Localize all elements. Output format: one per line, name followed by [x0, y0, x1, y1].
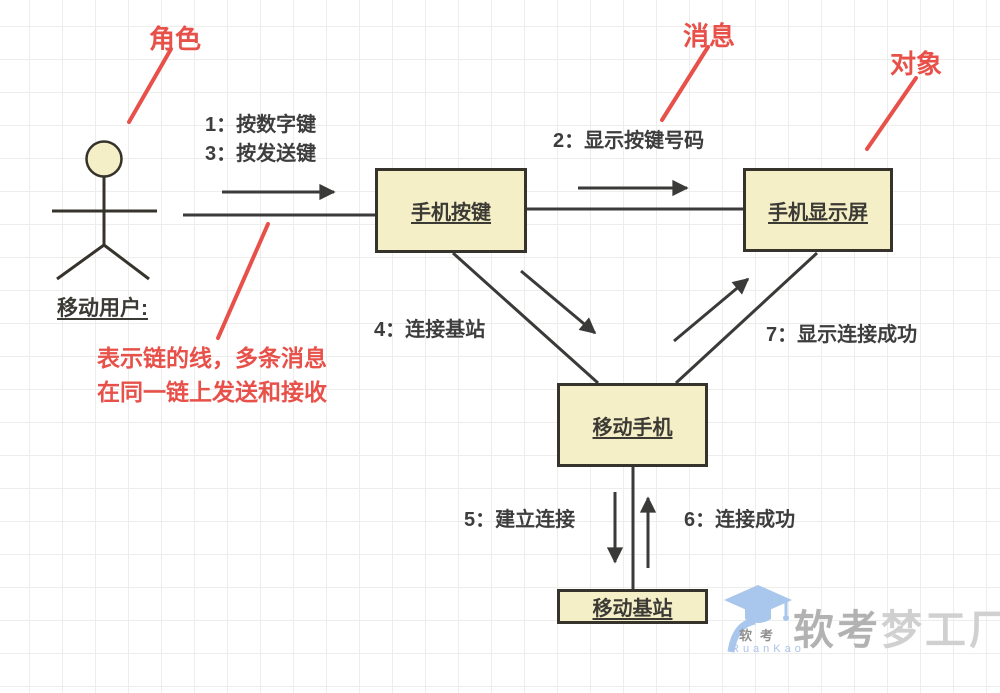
arrow-msg7: [673, 277, 750, 343]
message-label-1-3: 1：按数字键 3：按发送键: [205, 111, 316, 169]
link-display-mobile: [674, 251, 819, 385]
object-box-keypad: 手机按键: [375, 168, 527, 253]
arrow-msg4: [520, 269, 597, 335]
message-7: 7：显示连接成功: [766, 324, 918, 346]
watermark-brand: 软考梦工厂: [793, 596, 1000, 656]
annotation-role: 角色: [149, 24, 202, 54]
actor-icon: [52, 140, 157, 281]
object-label-keypad: 手机按键: [411, 202, 491, 224]
object-label-station: 移动基站: [592, 598, 673, 620]
object-box-station: 移动基站: [557, 589, 708, 624]
message-3: 3：按发送键: [205, 143, 317, 165]
watermark-brand-primary: 软考: [793, 607, 881, 653]
object-box-mobile: 移动手机: [557, 383, 708, 467]
watermark-cap-caption: 软考: [739, 628, 782, 643]
object-box-display: 手机显示屏: [743, 168, 893, 252]
message-4: 4：连接基站: [374, 319, 486, 341]
object-label-display: 手机显示屏: [768, 201, 868, 224]
message-6: 6：连接成功: [684, 509, 796, 531]
graduation-cap-icon: [724, 585, 792, 653]
annotation-object: 对象: [890, 49, 943, 79]
annotation-link-note: 表示链的线，多条消息 在同一链上发送和接收: [97, 341, 327, 409]
object-pointer-line: [865, 76, 918, 151]
link-note-pointer-line: [216, 222, 270, 340]
message-pointer-line: [660, 45, 710, 122]
role-pointer-line: [127, 47, 173, 124]
watermark-cap-subcaption: RuanKao: [731, 643, 805, 655]
message-5: 5：建立连接: [464, 509, 576, 531]
actor-name: 移动用户:: [57, 297, 148, 320]
annotation-link-note-line1: 表示链的线，多条消息: [97, 345, 327, 371]
watermark-brand-secondary: 梦工厂: [881, 607, 1000, 653]
message-2: 2：显示按键号码: [553, 130, 705, 152]
link-keypad-mobile: [451, 251, 600, 385]
annotation-link-note-line2: 在同一链上发送和接收: [97, 379, 327, 405]
annotation-message: 消息: [683, 21, 736, 51]
message-1: 1：按数字键: [205, 114, 317, 136]
object-label-mobile: 移动手机: [592, 416, 673, 439]
